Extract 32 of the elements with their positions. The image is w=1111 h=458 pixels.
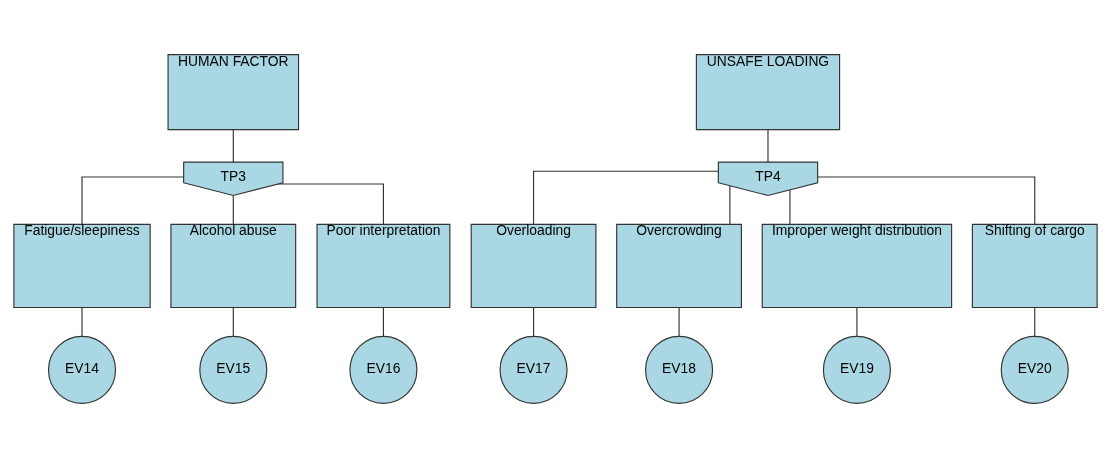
connector xyxy=(856,307,858,337)
node-box: Overcrowding xyxy=(616,223,742,309)
connector xyxy=(789,189,791,225)
connector xyxy=(678,307,680,337)
connector xyxy=(232,307,234,337)
connector xyxy=(81,176,184,225)
connector xyxy=(81,307,83,337)
node-box: Poor interpretation xyxy=(316,223,451,309)
node-box: Fatigue/sleepiness xyxy=(13,223,151,309)
connector xyxy=(382,307,384,337)
node-circle: EV16 xyxy=(349,335,418,404)
connector xyxy=(767,129,769,163)
connector xyxy=(1034,307,1036,337)
node-circle: EV18 xyxy=(645,335,714,404)
connector xyxy=(232,195,234,225)
connector xyxy=(817,176,1036,225)
node-circle: EV19 xyxy=(822,335,891,404)
node-circle: EV15 xyxy=(199,335,268,404)
node-box: Alcohol abuse xyxy=(170,223,297,309)
node-box: Improper weight distribution xyxy=(761,223,953,309)
node-box: Shifting of cargo xyxy=(971,223,1098,309)
node-circle: EV14 xyxy=(47,335,117,404)
node-box: HUMAN FACTOR xyxy=(167,54,300,131)
node-circle: EV17 xyxy=(499,335,568,404)
node-box: UNSAFE LOADING xyxy=(695,54,841,131)
connector xyxy=(533,170,719,225)
connector xyxy=(277,183,384,225)
connector xyxy=(533,307,535,337)
connector xyxy=(729,185,731,225)
node-circle: EV20 xyxy=(1000,335,1069,404)
connector xyxy=(232,129,234,163)
node-box: Overloading xyxy=(470,223,597,309)
